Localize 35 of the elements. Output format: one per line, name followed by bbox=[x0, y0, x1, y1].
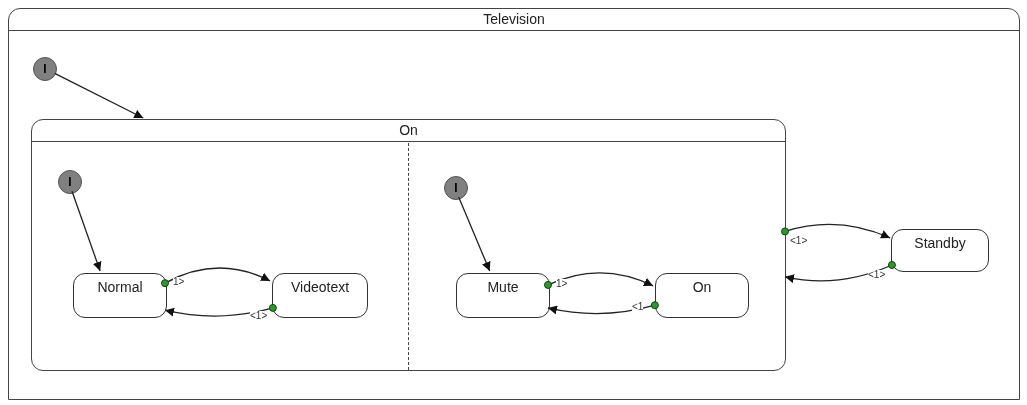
state-box bbox=[272, 273, 368, 318]
edge-label: <1 bbox=[632, 302, 644, 312]
initial-marker: I bbox=[68, 176, 72, 188]
state-name: Mute bbox=[487, 278, 519, 297]
transition-arrow bbox=[784, 261, 896, 283]
state-name: Standby bbox=[914, 234, 966, 253]
initial-marker: I bbox=[43, 63, 47, 75]
initial-marker: I bbox=[454, 182, 458, 194]
composite-state bbox=[8, 8, 1020, 400]
transition-arrow bbox=[164, 303, 277, 317]
initial-state bbox=[444, 176, 468, 200]
transition-arrow bbox=[547, 301, 659, 315]
state-name: On bbox=[692, 278, 712, 297]
state-name: Normal bbox=[97, 278, 143, 297]
state-box bbox=[891, 229, 989, 272]
edge-label: 1> bbox=[173, 277, 185, 287]
state-title: Television bbox=[483, 10, 545, 29]
transition-arrow bbox=[71, 190, 102, 272]
state-title: On bbox=[399, 121, 418, 140]
transition-arrow bbox=[458, 196, 491, 272]
state-box bbox=[456, 273, 550, 318]
state-name: Videotext bbox=[290, 278, 350, 297]
initial-state bbox=[33, 57, 57, 81]
initial-state bbox=[58, 170, 82, 194]
transition-arrow bbox=[781, 223, 891, 239]
transition-arrow bbox=[161, 267, 271, 288]
state-box bbox=[655, 273, 749, 318]
composite-state bbox=[31, 119, 786, 371]
edge-label: <1> bbox=[250, 311, 268, 321]
edge-label: <1> bbox=[868, 270, 886, 280]
transition-arrow bbox=[544, 272, 654, 289]
edge-label: 1> bbox=[556, 279, 568, 289]
edge-label: <1> bbox=[790, 236, 808, 246]
transition-arrow bbox=[54, 72, 144, 119]
state-box bbox=[73, 273, 167, 318]
